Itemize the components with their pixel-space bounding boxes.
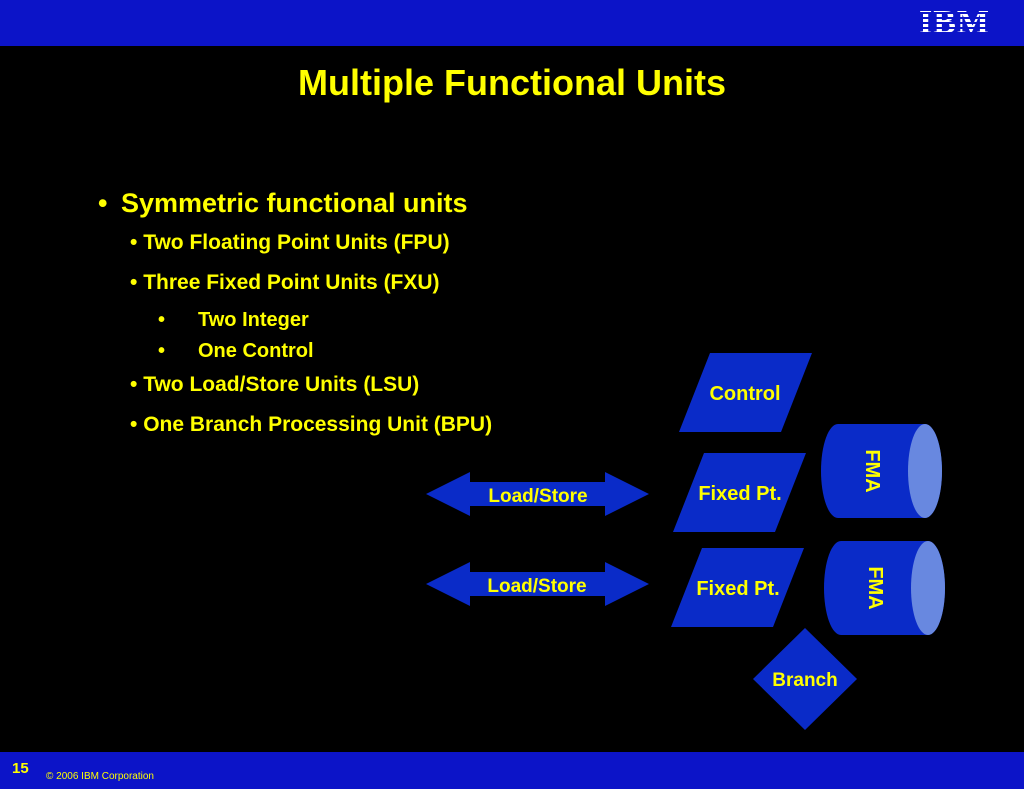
load-store-label: Load/Store <box>488 486 587 507</box>
fma-label: FMA <box>864 566 886 609</box>
header-bar <box>0 0 1024 46</box>
page-number: 15 <box>12 760 29 777</box>
fixed-pt-label: Fixed Pt. <box>698 483 781 505</box>
bullet-text: One Branch Processing Unit (BPU) <box>143 413 493 436</box>
bullet-fpu: • Two Floating Point Units (FPU) <box>130 231 450 255</box>
bullet-fxu-integer: • Two Integer <box>158 309 309 332</box>
bullet-lsu: • Two Load/Store Units (LSU) <box>130 373 419 397</box>
copyright-text: © 2006 IBM Corporation <box>46 771 154 782</box>
double-arrow-shape <box>426 562 649 606</box>
bullet-text: Two Integer <box>198 309 309 331</box>
bullet-glyph: • <box>98 188 108 218</box>
bullet-text: Symmetric functional units <box>120 188 468 218</box>
footer-bar <box>0 752 1024 789</box>
branch-shape <box>753 628 857 730</box>
bullet-glyph: • <box>130 271 138 294</box>
bullet-glyph: • <box>158 340 166 362</box>
bullet-glyph: • <box>130 231 138 254</box>
fma-unit-1: FMA <box>821 424 942 518</box>
control-label: Control <box>709 383 780 405</box>
fixed-point-unit-1: Fixed Pt. <box>673 453 806 532</box>
slide-title: Multiple Functional Units <box>298 62 726 103</box>
bullet-bpu: • One Branch Processing Unit (BPU) <box>130 413 492 437</box>
bullet-text: Two Load/Store Units (LSU) <box>143 373 420 396</box>
load-store-unit-2: Load/Store <box>426 562 649 606</box>
control-shape <box>679 353 812 432</box>
cylinder-end <box>908 424 942 518</box>
fma-label: FMA <box>861 449 883 492</box>
load-store-label: Load/Store <box>487 576 586 597</box>
bullet-text: Three Fixed Point Units (FXU) <box>143 271 440 294</box>
fma-unit-2: FMA <box>824 541 945 635</box>
bullet-text: Two Floating Point Units (FPU) <box>143 231 450 254</box>
cylinder-end <box>911 541 945 635</box>
bullet-symmetric-units: • Symmetric functional units <box>98 188 468 219</box>
fixed-pt-shape <box>673 453 806 532</box>
branch-unit: Branch <box>753 628 857 730</box>
fixed-point-unit-2: Fixed Pt. <box>671 548 804 627</box>
fixed-pt-shape <box>671 548 804 627</box>
control-unit: Control <box>679 353 812 432</box>
bullet-fxu-control: • One Control <box>158 340 314 363</box>
bullet-glyph: • <box>130 373 138 396</box>
bullet-glyph: • <box>158 309 166 331</box>
double-arrow-shape <box>426 472 649 516</box>
branch-label: Branch <box>772 670 837 691</box>
fixed-pt-label: Fixed Pt. <box>696 578 779 600</box>
bullet-glyph: • <box>130 413 138 436</box>
load-store-unit-1: Load/Store <box>426 472 649 516</box>
bullet-fxu: • Three Fixed Point Units (FXU) <box>130 271 440 295</box>
bullet-text: One Control <box>198 340 314 362</box>
ibm-logo: IBM <box>919 4 990 41</box>
